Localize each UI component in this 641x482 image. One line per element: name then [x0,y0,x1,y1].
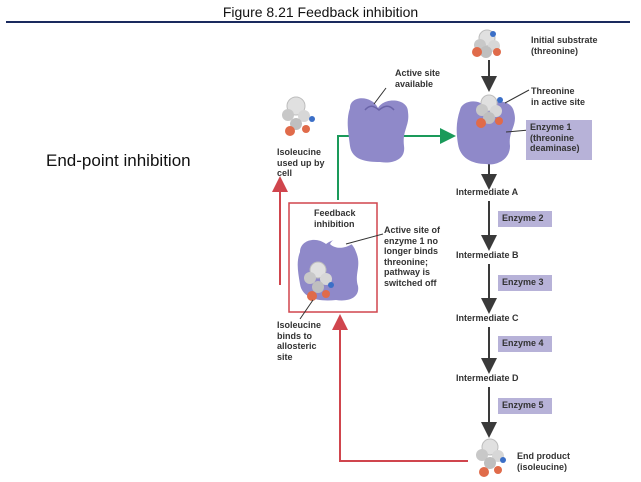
label-end-product: End product(isoleucine) [517,451,570,472]
threonine-molecule-bound [476,94,503,128]
isoleucine-molecule-end [476,438,506,477]
figure-title: Figure 8.21 Feedback inhibition [222,4,419,20]
label-intermediate-c: Intermediate C [456,313,519,323]
isoleucine-molecule-left [282,96,315,136]
enzyme1-free-shape [347,98,409,163]
isoleucine-molecule-allosteric [304,261,334,301]
label-intermediate-d: Intermediate D [456,373,519,383]
side-label: End-point inhibition [46,151,191,170]
label-intermediate-b: Intermediate B [456,250,519,260]
active-site-arrow [337,128,456,200]
enzyme3-box: Enzyme 3 [498,275,552,291]
feedback-arrows [272,176,468,462]
threonine-molecule-top [472,29,501,58]
enzyme2-box: Enzyme 2 [498,211,552,227]
enzyme4-box: Enzyme 4 [498,336,552,352]
enzyme5-box: Enzyme 5 [498,398,552,414]
enzyme1-bound-shape [456,101,515,165]
label-intermediate-a: Intermediate A [456,187,519,197]
title-rule [6,21,630,23]
leader-lines [299,87,530,320]
label-initial-substrate: Initial substrate(threonine) [531,35,598,56]
feedback-box [288,202,378,313]
